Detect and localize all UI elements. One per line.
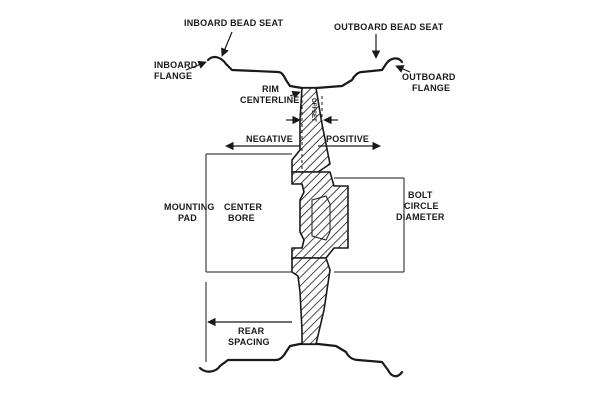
label-rear-spacing-2: SPACING — [228, 337, 270, 347]
label-center-bore-1: CENTER — [224, 202, 263, 212]
label-rear-spacing-1: REAR — [238, 326, 265, 336]
label-negative: NEGATIVE — [246, 134, 293, 144]
top-rim-profile — [206, 55, 404, 90]
label-inboard-flange-1: INBOARD — [154, 60, 198, 70]
label-offset: OFFSET — [310, 98, 316, 122]
center-bore-outline — [311, 195, 331, 241]
label-bolt-circle-2: CIRCLE — [404, 201, 439, 211]
label-outboard-flange-1: OUTBOARD — [402, 72, 456, 82]
label-outboard-flange-2: FLANGE — [412, 83, 450, 93]
label-rim-centerline-2: CENTERLINE — [240, 95, 300, 105]
label-bolt-circle-1: BOLT — [408, 190, 433, 200]
outboard-flange-arrow — [395, 65, 411, 73]
label-bolt-circle-3: DIAMETER — [396, 212, 445, 222]
inboard-bead-seat-arrow — [221, 31, 233, 57]
label-inboard-flange-2: FLANGE — [154, 71, 192, 81]
label-center-bore-2: BORE — [228, 213, 255, 223]
label-mounting-pad-2: PAD — [178, 213, 197, 223]
label-rim-centerline-1: RIM — [262, 84, 279, 94]
bottom-rim-profile — [198, 342, 404, 378]
inboard-flange-arrow — [185, 60, 207, 71]
label-inboard-bead-seat: INBOARD BEAD SEAT — [184, 18, 284, 28]
hub-section — [291, 171, 349, 259]
label-mounting-pad-1: MOUNTING — [164, 202, 215, 212]
lower-disc-section — [291, 257, 331, 345]
rim-centerline-arrow — [289, 90, 301, 99]
label-outboard-bead-seat: OUTBOARD BEAD SEAT — [334, 22, 444, 32]
label-positive: POSITIVE — [326, 134, 369, 144]
